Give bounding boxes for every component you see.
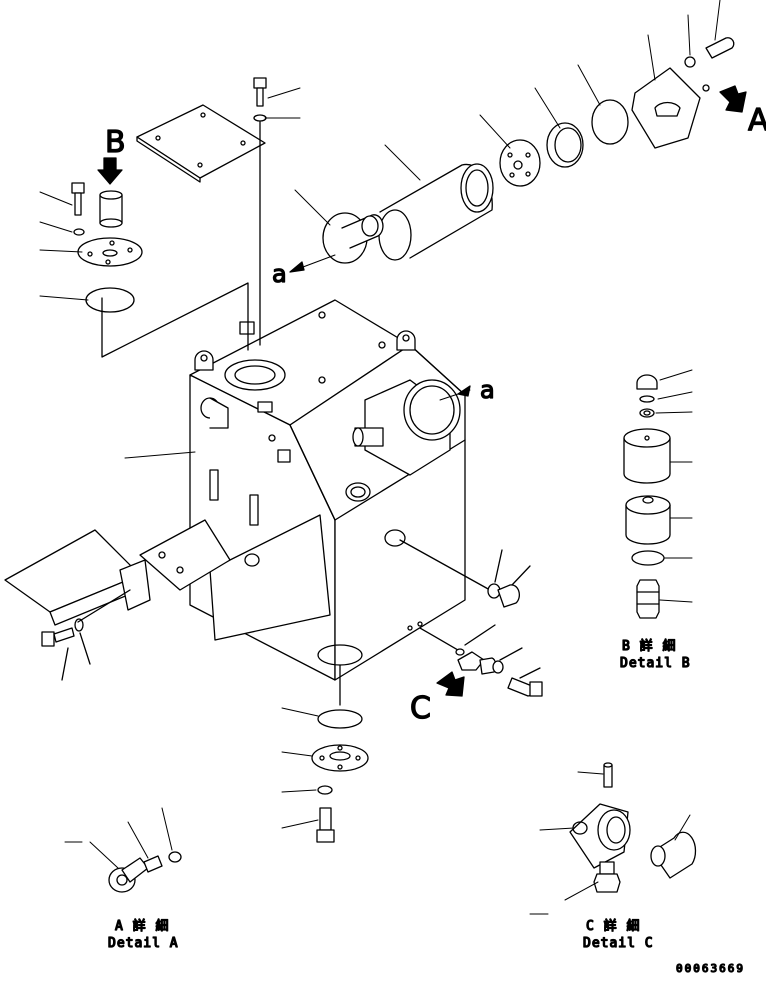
step-bolt: [41, 589, 131, 681]
drawing-number: 00063669: [676, 962, 745, 975]
filter-cover: [631, 37, 735, 149]
filter-valve: [322, 212, 384, 264]
detail-a-title-en: Detail A: [108, 936, 179, 951]
filter-ring: [546, 122, 584, 168]
detail-b-title-en: Detail B: [620, 656, 691, 671]
detail-b-parts: [623, 369, 693, 619]
step-bracket: [4, 519, 231, 626]
detail-c-title-en: Detail C: [583, 936, 654, 951]
view-label-a: A: [748, 103, 766, 138]
drain-assembly: [281, 664, 369, 843]
view-label-c: C: [410, 691, 431, 726]
detail-c-title-jp: C 詳 細: [586, 918, 640, 934]
detail-a-parts: [64, 807, 182, 893]
detail-b-title-jp: B 詳 細: [622, 638, 676, 654]
top-cover-plate: [136, 104, 266, 183]
breather-assembly: [71, 157, 249, 358]
ref-label-a-2: a: [480, 376, 495, 404]
detail-a-title-jp: A 詳 細: [115, 918, 169, 934]
side-plug: [399, 539, 531, 608]
detail-c-parts: [529, 762, 697, 915]
leader-lines: [39, 0, 721, 459]
drain-valve-c: [419, 624, 543, 697]
ref-label-a-1: a: [272, 260, 287, 288]
filter-element: [378, 163, 494, 261]
o-ring-large: [591, 99, 629, 145]
hydraulic-tank: [189, 299, 466, 681]
filter-spring-plate: [499, 139, 541, 187]
cover-bolt: [253, 77, 267, 346]
view-label-b: B: [105, 125, 126, 160]
